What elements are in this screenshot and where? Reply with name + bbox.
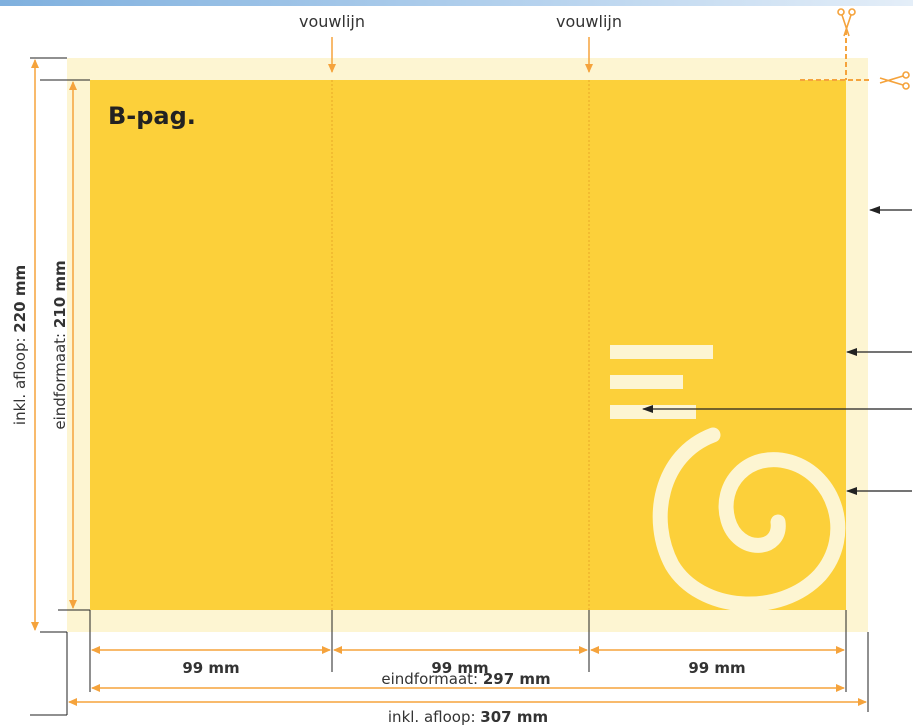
extension-lines-bottom — [331, 610, 869, 712]
bleed-width-prefix: inkl. afloop: — [388, 708, 480, 726]
page-title: B-pag. — [108, 102, 196, 130]
final-height-prefix: eindformaat: — [51, 328, 69, 429]
panel-width-3: 99 mm — [688, 659, 745, 677]
panel-width-1: 99 mm — [182, 659, 239, 677]
spiral-decoration — [652, 427, 846, 612]
bleed-height-label: inkl. afloop: 220 mm — [11, 265, 29, 425]
final-height-label: eindformaat: 210 mm — [51, 260, 69, 429]
text-placeholder-1 — [610, 345, 713, 359]
bleed-width-value: 307 mm — [480, 708, 548, 726]
text-placeholder-3 — [610, 405, 696, 419]
bleed-height-prefix: inkl. afloop: — [11, 333, 29, 425]
fold-label-2: vouwlijn — [556, 12, 622, 31]
final-height-value: 210 mm — [51, 260, 69, 328]
panel-width-2: 99 mm — [431, 659, 488, 677]
final-width-prefix: eindformaat: — [381, 670, 482, 688]
top-accent-bar — [0, 0, 913, 6]
text-placeholder-2 — [610, 375, 683, 389]
scissors-icon — [837, 8, 856, 37]
scissors-icon — [879, 71, 910, 90]
bleed-height-value: 220 mm — [11, 265, 29, 333]
final-width-label: eindformaat: 297 mm — [381, 670, 550, 688]
trim-area — [90, 80, 846, 610]
final-width-value: 297 mm — [483, 670, 551, 688]
extension-lines-left — [30, 57, 91, 716]
fold-label-1: vouwlijn — [299, 12, 365, 31]
bleed-width-label: inkl. afloop: 307 mm — [388, 708, 548, 726]
